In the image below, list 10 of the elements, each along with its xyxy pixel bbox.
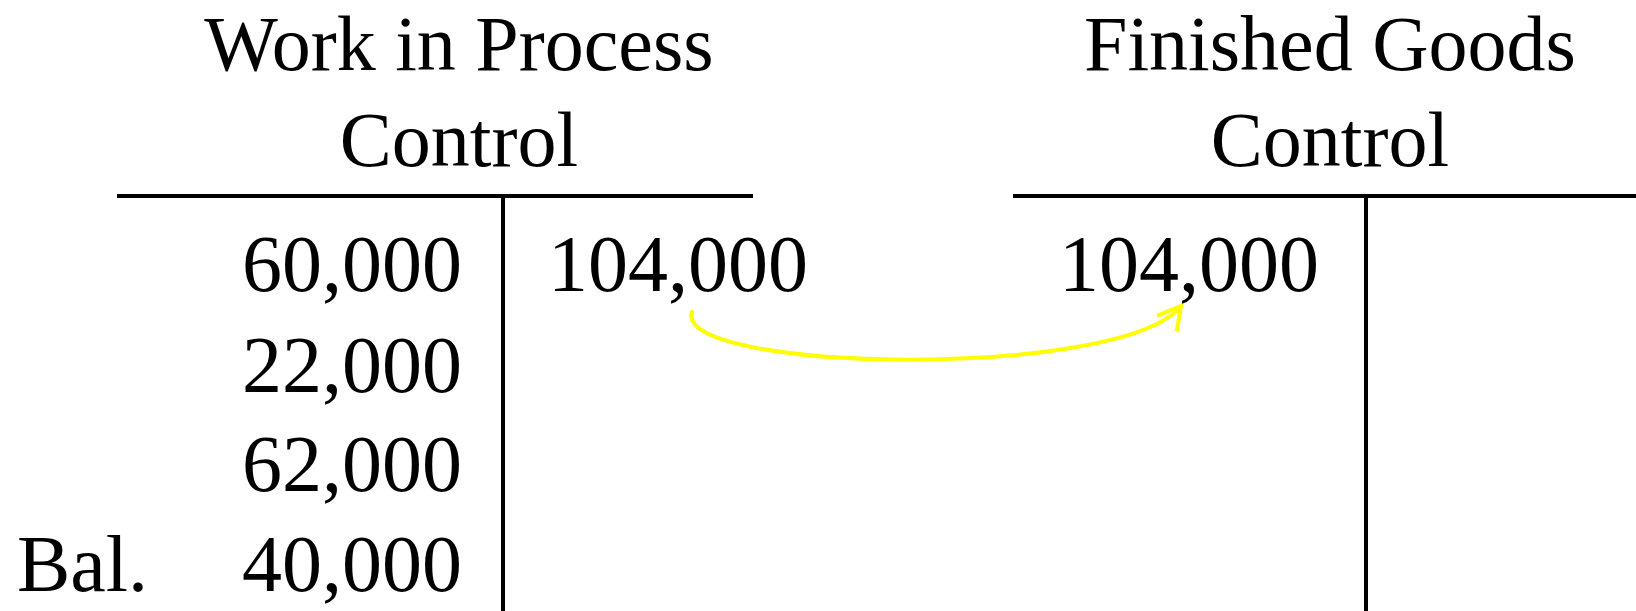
account-heading: Work in Process Control [203,0,715,185]
amount: 40,000 [242,524,462,604]
arrow [690,304,1183,362]
balance-label: Bal. [17,524,149,604]
amount: 62,000 [242,424,462,504]
amount: 22,000 [242,325,462,405]
amount: 104,000 [548,224,808,304]
amount: 60,000 [242,224,462,304]
amount: 104,000 [1059,224,1319,304]
account-heading: Finished Goods Control [1083,0,1577,185]
